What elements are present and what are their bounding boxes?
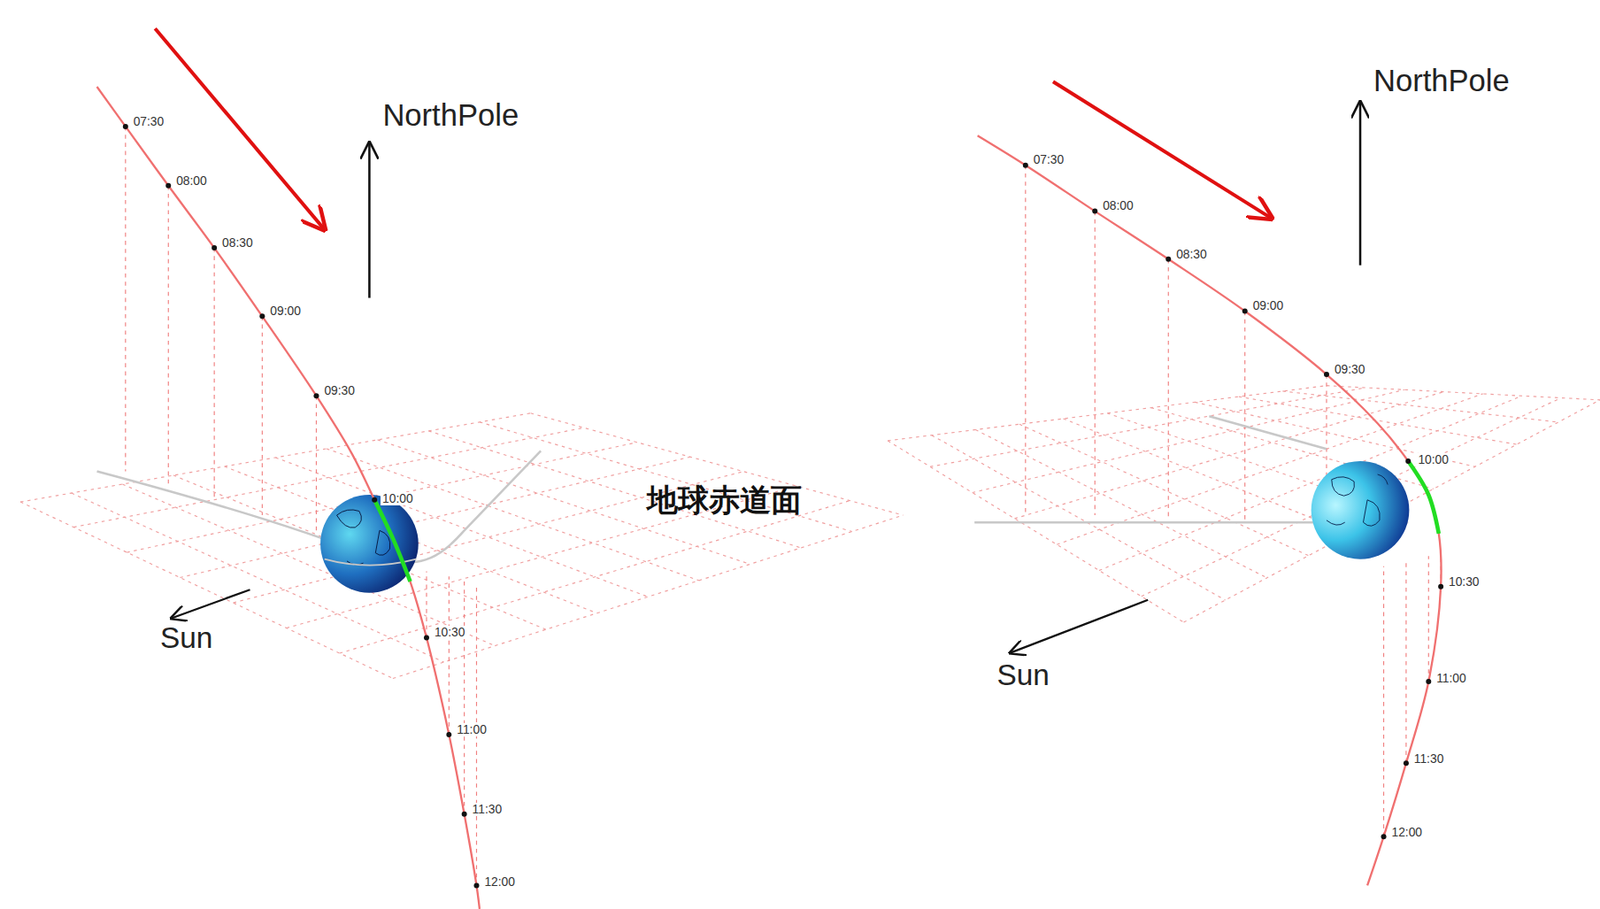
time-label: 11:00 [1434, 671, 1469, 685]
time-label: 11:30 [470, 802, 505, 816]
time-label: 07:30 [131, 115, 167, 129]
sun-label: Sun [997, 659, 1050, 693]
time-label: 11:30 [1412, 752, 1447, 766]
time-label: 10:30 [432, 625, 468, 639]
north-pole-label: NorthPole [1373, 63, 1510, 98]
time-label: 08:30 [220, 236, 255, 250]
time-label: 08:00 [174, 174, 209, 188]
time-label: 10:00 [380, 492, 416, 506]
time-label: 12:00 [482, 875, 517, 889]
time-label: 10:30 [1446, 575, 1482, 589]
time-label: 12:00 [1390, 825, 1425, 839]
time-label: 09:00 [268, 304, 303, 318]
plane-label: 地球赤道面 [646, 483, 802, 517]
time-label: 08:30 [1174, 247, 1209, 262]
time-label: 09:30 [322, 384, 357, 398]
time-label: 09:30 [1332, 362, 1368, 377]
sun-label: Sun [160, 622, 213, 655]
north-pole-label: NorthPole [382, 98, 519, 132]
time-label: 09:00 [1251, 299, 1286, 313]
time-label: 08:00 [1100, 199, 1136, 213]
time-label: 11:00 [454, 723, 489, 737]
time-label: 07:30 [1031, 153, 1067, 167]
time-label: 10:00 [1415, 453, 1451, 467]
